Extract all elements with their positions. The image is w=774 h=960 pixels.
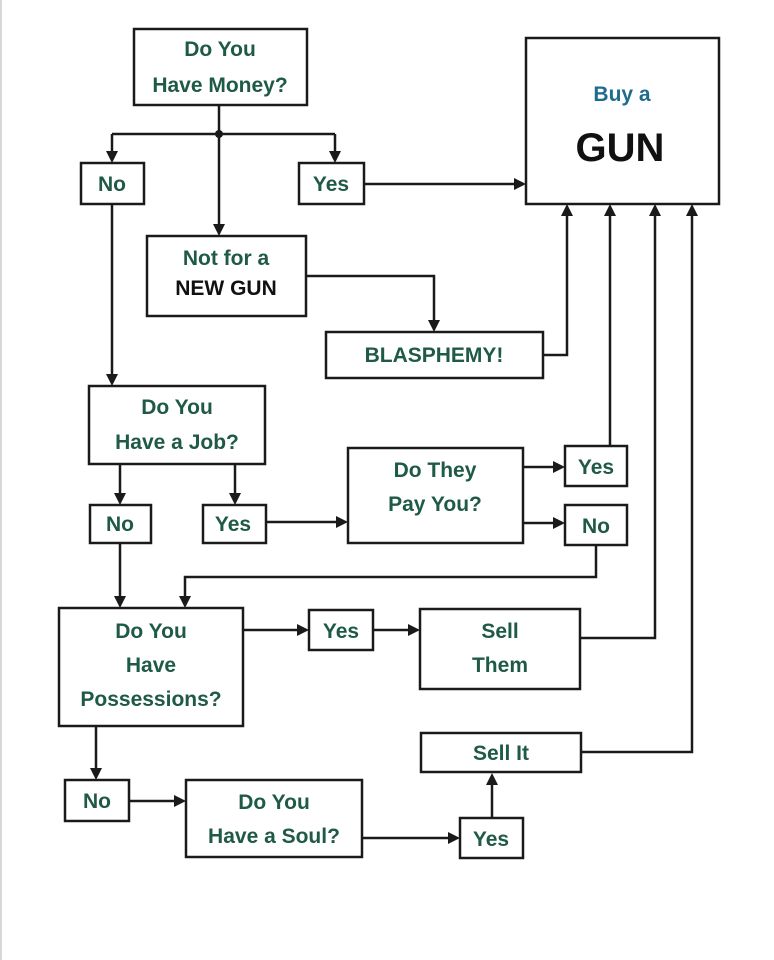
- arrowhead: [649, 204, 661, 216]
- arrowhead: [486, 773, 498, 785]
- node-pay-yes-label: Yes: [578, 456, 614, 479]
- arrowhead: [514, 178, 526, 190]
- arrowhead: [428, 320, 440, 332]
- arrowhead: [114, 493, 126, 505]
- node-pay-you-line1: Do They: [394, 459, 477, 482]
- node-have-job: Do You Have a Job?: [87, 384, 267, 466]
- arrowhead: [179, 596, 191, 608]
- node-pay-no: No: [563, 503, 629, 547]
- arrowhead: [448, 832, 460, 844]
- node-not-new-gun-line1: Not for a: [183, 247, 270, 270]
- node-poss-no-label: No: [83, 790, 111, 813]
- node-soul-yes-label: Yes: [473, 828, 509, 851]
- arrowhead: [106, 151, 118, 163]
- node-have-money-line1: Do You: [184, 38, 256, 61]
- node-possessions-line2: Have: [126, 654, 176, 677]
- edge-blasphemy-to-gun: [543, 214, 569, 357]
- node-sell-it: Sell It: [419, 731, 583, 774]
- edge-pay-no-to-possessions: [183, 545, 598, 598]
- arrowhead: [329, 151, 341, 163]
- arrowhead: [604, 204, 616, 216]
- arrowhead: [106, 374, 118, 386]
- arrowhead: [229, 493, 241, 505]
- node-have-soul: Do You Have a Soul?: [184, 778, 364, 859]
- node-pay-no-label: No: [582, 515, 610, 538]
- node-pay-you: Do They Pay You?: [346, 446, 525, 545]
- edge-sell-them-to-gun: [580, 214, 657, 640]
- node-have-job-line2: Have a Job?: [115, 431, 239, 454]
- node-money-no-label: No: [98, 173, 126, 196]
- node-poss-no: No: [63, 778, 131, 823]
- node-sell-it-label: Sell It: [473, 742, 529, 765]
- node-possessions-line3: Possessions?: [80, 688, 221, 711]
- arrowhead: [553, 461, 565, 473]
- node-possessions-line1: Do You: [115, 620, 187, 643]
- node-blasphemy-label: BLASPHEMY!: [365, 344, 504, 367]
- arrowhead: [90, 768, 102, 780]
- node-have-soul-line2: Have a Soul?: [208, 825, 340, 848]
- node-buy-gun-line2: GUN: [576, 126, 665, 170]
- arrowhead: [336, 516, 348, 528]
- node-not-new-gun-line2: NEW GUN: [175, 277, 277, 300]
- node-sell-them: Sell Them: [418, 607, 582, 691]
- node-possessions: Do You Have Possessions?: [57, 606, 245, 728]
- arrowhead: [174, 795, 186, 807]
- node-money-no: No: [79, 161, 146, 206]
- node-blasphemy: BLASPHEMY!: [324, 330, 545, 380]
- node-not-new-gun: Not for a NEW GUN: [145, 234, 308, 318]
- node-buy-gun: Buy a GUN: [524, 36, 721, 206]
- arrowhead: [213, 224, 225, 236]
- node-buy-gun-line1: Buy a: [593, 83, 651, 106]
- node-have-soul-line1: Do You: [238, 791, 310, 814]
- node-pay-you-line2: Pay You?: [388, 493, 482, 516]
- node-pay-yes: Yes: [563, 444, 629, 488]
- arrowhead: [408, 624, 420, 636]
- node-poss-yes: Yes: [307, 608, 375, 652]
- node-job-yes: Yes: [201, 503, 268, 545]
- image-left-border: [0, 0, 2, 960]
- edge-not-new-gun-to-blasphemy: [306, 274, 436, 322]
- arrowhead: [686, 204, 698, 216]
- node-poss-yes-label: Yes: [323, 620, 359, 643]
- node-have-job-line1: Do You: [141, 396, 213, 419]
- node-job-yes-label: Yes: [215, 513, 251, 536]
- node-have-money-line2: Have Money?: [152, 74, 287, 97]
- node-sell-them-line1: Sell: [481, 620, 518, 643]
- node-job-no: No: [88, 503, 153, 545]
- node-soul-yes: Yes: [458, 816, 525, 860]
- node-have-money: Do You Have Money?: [132, 27, 309, 107]
- arrowhead: [297, 624, 309, 636]
- edge-sell-it-to-gun: [581, 214, 694, 754]
- node-job-no-label: No: [106, 513, 134, 536]
- connectors: [90, 105, 698, 844]
- node-sell-them-line2: Them: [472, 654, 528, 677]
- node-money-yes: Yes: [297, 161, 366, 206]
- node-money-yes-label: Yes: [313, 173, 349, 196]
- arrowhead: [553, 517, 565, 529]
- arrowhead: [561, 204, 573, 216]
- arrowhead: [114, 596, 126, 608]
